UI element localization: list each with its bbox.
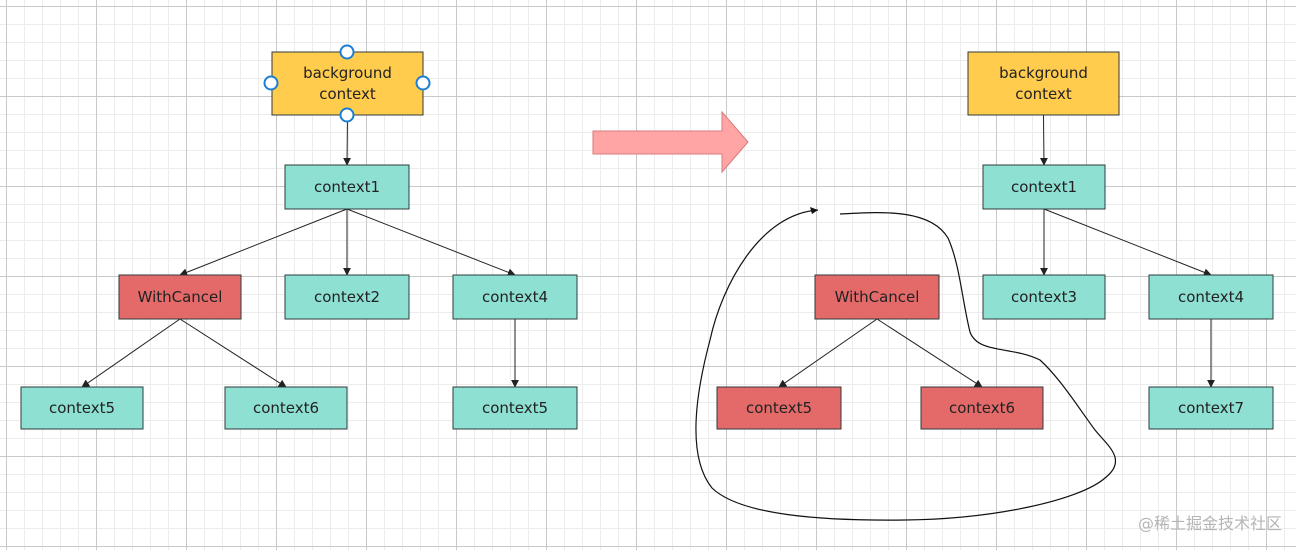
before-edge-bg-c1 <box>343 114 352 166</box>
after-node-label: context4 <box>1178 288 1244 306</box>
before-node-c5[interactable]: context5 <box>20 386 144 430</box>
after-edge-c1r-c4r <box>1043 208 1212 277</box>
before-edge-wc-c5 <box>81 318 181 388</box>
after-node-box <box>1148 386 1274 430</box>
after-node-box <box>1148 274 1274 320</box>
handle-bottom[interactable] <box>339 107 355 123</box>
after-node-wcr[interactable]: WithCancel <box>814 274 940 320</box>
before-node-box <box>20 386 144 430</box>
after-edge-bg2-c1r <box>1039 114 1048 166</box>
before-node-box <box>284 274 410 320</box>
before-edge-c1-c4 <box>346 208 516 277</box>
before-node-box <box>224 386 348 430</box>
before-node-box <box>452 274 578 320</box>
before-node-label: WithCancel <box>138 288 223 306</box>
before-edge-wc-c6 <box>179 318 287 388</box>
before-node-box <box>118 274 242 320</box>
lasso-arrowhead <box>810 207 818 214</box>
after-node-c1r[interactable]: context1 <box>982 164 1106 210</box>
before-node-c4[interactable]: context4 <box>452 274 578 320</box>
before-node-c1[interactable]: context1 <box>284 164 410 210</box>
after-node-box <box>716 386 842 430</box>
after-node-box <box>967 51 1120 116</box>
before-node-wc[interactable]: WithCancel <box>118 274 242 320</box>
after-node-label: context5 <box>746 399 812 417</box>
handle-right[interactable] <box>415 75 431 91</box>
after-node-label: context7 <box>1178 399 1244 417</box>
before-node-bg[interactable]: background context <box>271 51 424 116</box>
after-node-bg2[interactable]: background context <box>967 51 1120 116</box>
before-node-label: context5 <box>482 399 548 417</box>
before-edge-c1-wc <box>179 208 348 277</box>
handle-left[interactable] <box>263 75 279 91</box>
before-node-box <box>284 164 410 210</box>
after-edge-wcr-c6r <box>876 318 983 388</box>
before-node-label: context <box>319 85 376 103</box>
after-node-c3r[interactable]: context3 <box>982 274 1106 320</box>
lasso-annotation <box>695 209 1117 521</box>
before-node-label: context2 <box>314 288 380 306</box>
transition-arrow <box>592 110 749 174</box>
after-node-box <box>814 274 940 320</box>
before-node-c2[interactable]: context2 <box>284 274 410 320</box>
after-node-c7r[interactable]: context7 <box>1148 386 1274 430</box>
after-node-label: background <box>999 64 1088 82</box>
before-node-box <box>452 386 578 430</box>
after-node-label: context6 <box>949 399 1015 417</box>
watermark-text: @稀土掘金技术社区 <box>1137 514 1282 533</box>
after-node-label: context3 <box>1011 288 1077 306</box>
before-node-label: context5 <box>49 399 115 417</box>
before-node-label: context6 <box>253 399 319 417</box>
before-node-label: background <box>303 64 392 82</box>
before-node-c5b[interactable]: context5 <box>452 386 578 430</box>
before-node-c6[interactable]: context6 <box>224 386 348 430</box>
after-node-c5r[interactable]: context5 <box>716 386 842 430</box>
before-node-box <box>271 51 424 116</box>
after-node-label: context <box>1015 85 1072 103</box>
after-node-box <box>920 386 1044 430</box>
after-node-c6r[interactable]: context6 <box>920 386 1044 430</box>
after-node-c4r[interactable]: context4 <box>1148 274 1274 320</box>
after-node-box <box>982 164 1106 210</box>
edges-layer <box>81 114 1215 388</box>
after-node-label: WithCancel <box>835 288 920 306</box>
before-node-label: context4 <box>482 288 548 306</box>
after-node-label: context1 <box>1011 178 1077 196</box>
selection-handles[interactable] <box>263 44 431 123</box>
after-node-box <box>982 274 1106 320</box>
handle-top[interactable] <box>339 44 355 60</box>
after-edge-wcr-c5r <box>778 318 878 388</box>
before-node-label: context1 <box>314 178 380 196</box>
